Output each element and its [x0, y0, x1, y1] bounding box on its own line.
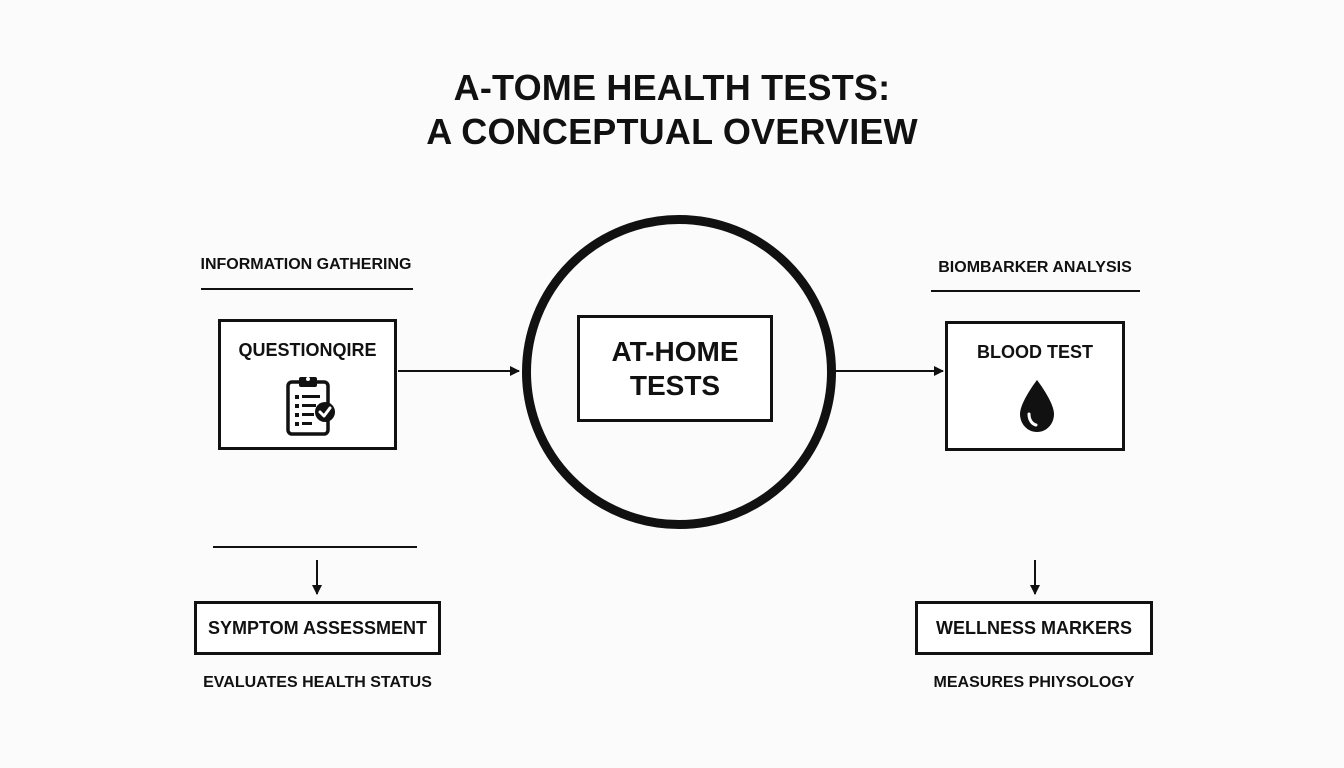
title-line-2: A CONCEPTUAL OVERVIEW: [426, 111, 918, 152]
wellness-markers-box: WELLNESS MARKERS: [915, 601, 1153, 655]
caption-measures-physiology: MEASURES PHIYSOLOGY: [933, 674, 1135, 691]
symptom-assessment-box: SYMPTOM ASSESSMENT: [194, 601, 441, 655]
divider-left-bottom: [213, 546, 417, 548]
diagram-title: A-TOME HEALTH TESTS: A CONCEPTUAL OVERVI…: [0, 66, 1344, 154]
blood-test-title: BLOOD TEST: [977, 342, 1093, 362]
questionnaire-box: QUESTIONQIRE: [218, 319, 397, 450]
section-label-biomarker-analysis: BIOMBARKER ANALYSIS: [938, 259, 1132, 276]
divider-left-top: [201, 288, 413, 290]
divider-right-top: [931, 290, 1140, 292]
section-label-information-gathering: INFORMATION GATHERING: [200, 256, 412, 273]
caption-evaluates-health-status: EVALUATES HEALTH STATUS: [203, 674, 432, 691]
questionnaire-title: QUESTIONQIRE: [238, 340, 377, 360]
wellness-markers-label: WELLNESS MARKERS: [935, 617, 1132, 638]
title-line-1: A-TOME HEALTH TESTS:: [453, 67, 891, 108]
symptom-assessment-label: SYMPTOM ASSESSMENT: [207, 617, 428, 638]
at-home-tests-line-1: AT-HOME: [611, 335, 739, 367]
blood-test-box: BLOOD TEST: [945, 321, 1125, 451]
blood-drop-icon: [1020, 380, 1054, 432]
clipboard-check-icon: [286, 377, 335, 436]
at-home-tests-line-2: TESTS: [629, 369, 721, 401]
at-home-tests-box: AT-HOME TESTS: [577, 315, 773, 422]
